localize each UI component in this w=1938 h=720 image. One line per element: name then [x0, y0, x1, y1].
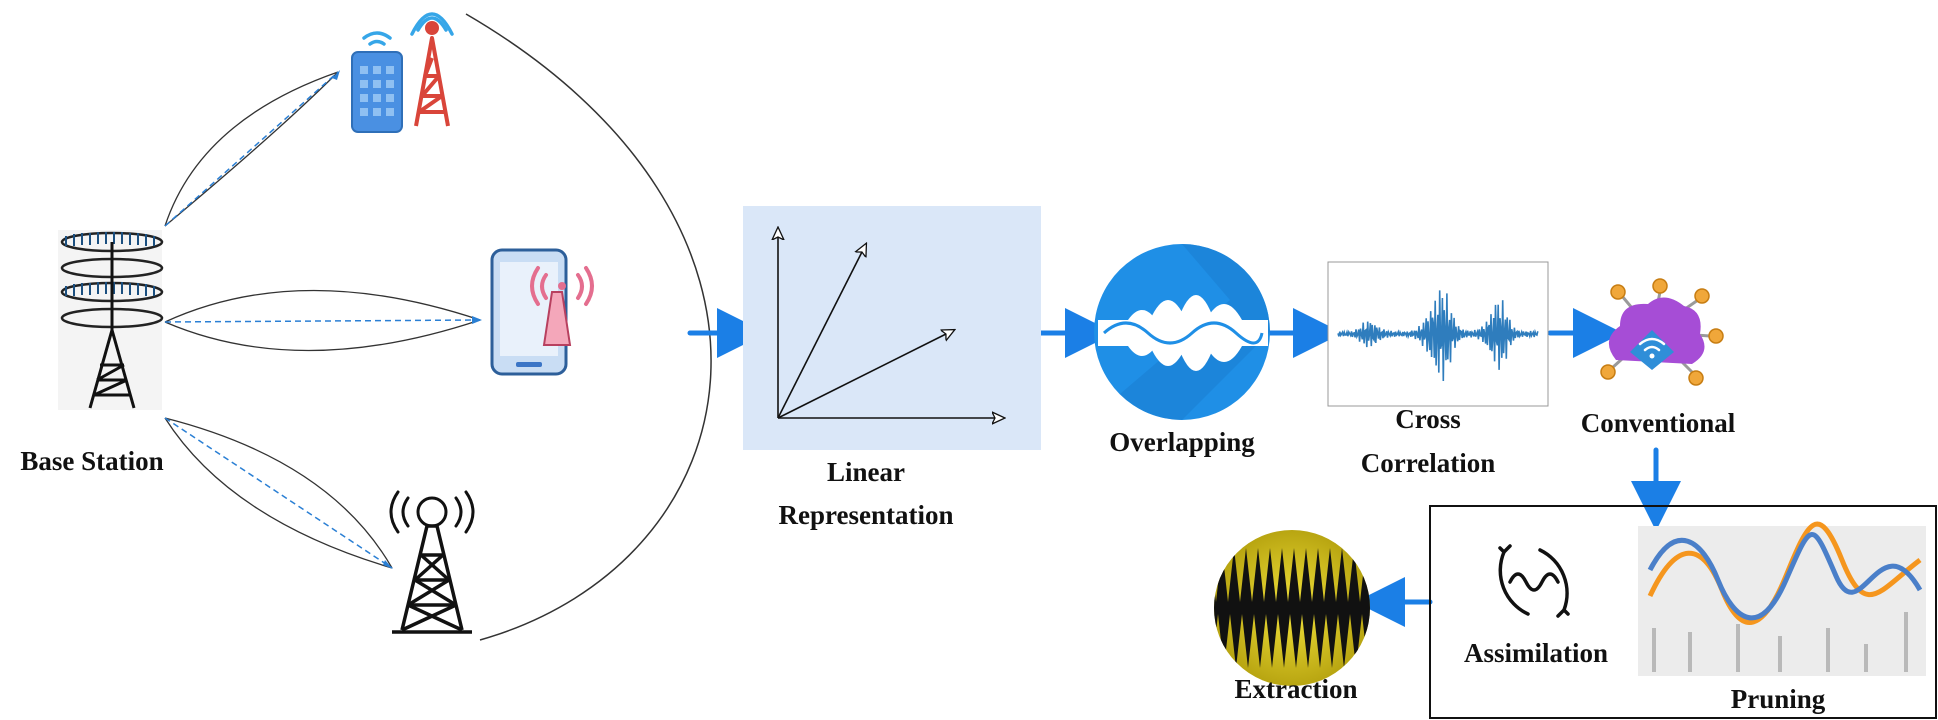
pruning-label: Pruning	[1731, 684, 1826, 714]
extraction-label: Extraction	[1235, 674, 1358, 704]
conventional-label: Conventional	[1581, 408, 1736, 438]
linear-label-line2: Representation	[779, 500, 954, 530]
radio-tower-icon	[389, 490, 475, 634]
smartphone-signal-icon	[490, 248, 594, 376]
linear-label-line1: Linear	[827, 457, 905, 487]
base-station-label: Base Station	[20, 446, 163, 476]
extraction-signal-icon	[1214, 530, 1370, 686]
waveform-plot-icon	[1327, 261, 1549, 407]
assimilation-label: Assimilation	[1464, 638, 1608, 668]
cross-label-line2: Correlation	[1361, 448, 1495, 478]
base-station-antenna-icon	[58, 230, 164, 410]
cross-label-line1: Cross	[1395, 404, 1461, 434]
overlapping-label: Overlapping	[1109, 427, 1255, 457]
overlapping-waves-icon	[1094, 244, 1270, 420]
pruning-waves-icon	[1638, 521, 1926, 676]
aggregation-arc	[465, 13, 712, 641]
phone-and-tower-icon	[351, 12, 454, 133]
network-cloud-icon	[1600, 278, 1724, 386]
cycle-wave-icon	[1498, 544, 1570, 618]
radio-links	[164, 70, 482, 569]
pruning-box	[1429, 505, 1937, 719]
linear-vectors-icon	[743, 206, 1041, 450]
flow-arrows	[687, 308, 1681, 627]
